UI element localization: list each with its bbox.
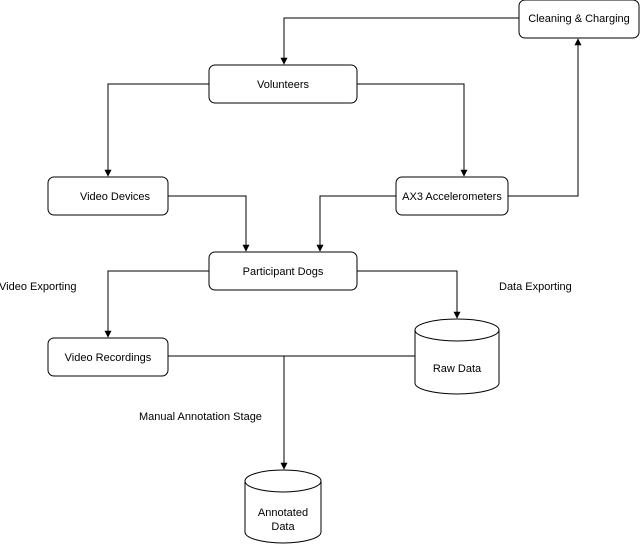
node-annotated-data-label-line2: Data	[271, 521, 295, 533]
label-data-exporting: Data Exporting	[499, 281, 572, 293]
node-raw-data: Raw Data	[414, 318, 500, 395]
node-participant-dogs-label: Participant Dogs	[243, 266, 324, 278]
edge-video-devices-to-participant-dogs	[168, 195, 250, 252]
node-ax3-accelerometers: AX3 Accelerometers	[395, 176, 509, 216]
node-video-recordings-label: Video Recordings	[65, 352, 152, 364]
node-cleaning-charging: Cleaning & Charging	[518, 0, 640, 39]
node-volunteers: Volunteers	[208, 64, 358, 104]
node-cleaning-charging-label: Cleaning & Charging	[528, 13, 630, 25]
label-video-exporting: Video Exporting	[0, 281, 76, 293]
edge-participant-dogs-to-raw-data	[357, 270, 461, 319]
edge-cleaning-to-volunteers	[280, 17, 519, 65]
edge-participant-dogs-to-video-recordings	[104, 270, 209, 338]
node-annotated-data: Annotated Data	[244, 469, 322, 544]
node-ax3-accelerometers-label: AX3 Accelerometers	[402, 191, 502, 203]
node-video-devices-label: Video Devices	[80, 191, 151, 203]
edge-ax3-to-cleaning	[508, 38, 582, 197]
node-volunteers-label: Volunteers	[257, 79, 309, 91]
node-participant-dogs: Participant Dogs	[208, 251, 358, 291]
edge-volunteers-to-video-devices	[104, 83, 209, 177]
node-video-devices: Video Devices	[47, 176, 169, 216]
edge-volunteers-to-ax3	[357, 83, 468, 177]
node-video-recordings: Video Recordings	[47, 337, 169, 377]
node-annotated-data-label-line1: Annotated	[258, 507, 308, 519]
node-raw-data-label: Raw Data	[433, 363, 482, 375]
label-manual-annotation-stage: Manual Annotation Stage	[139, 411, 262, 423]
edge-ax3-to-participant-dogs	[316, 195, 396, 252]
